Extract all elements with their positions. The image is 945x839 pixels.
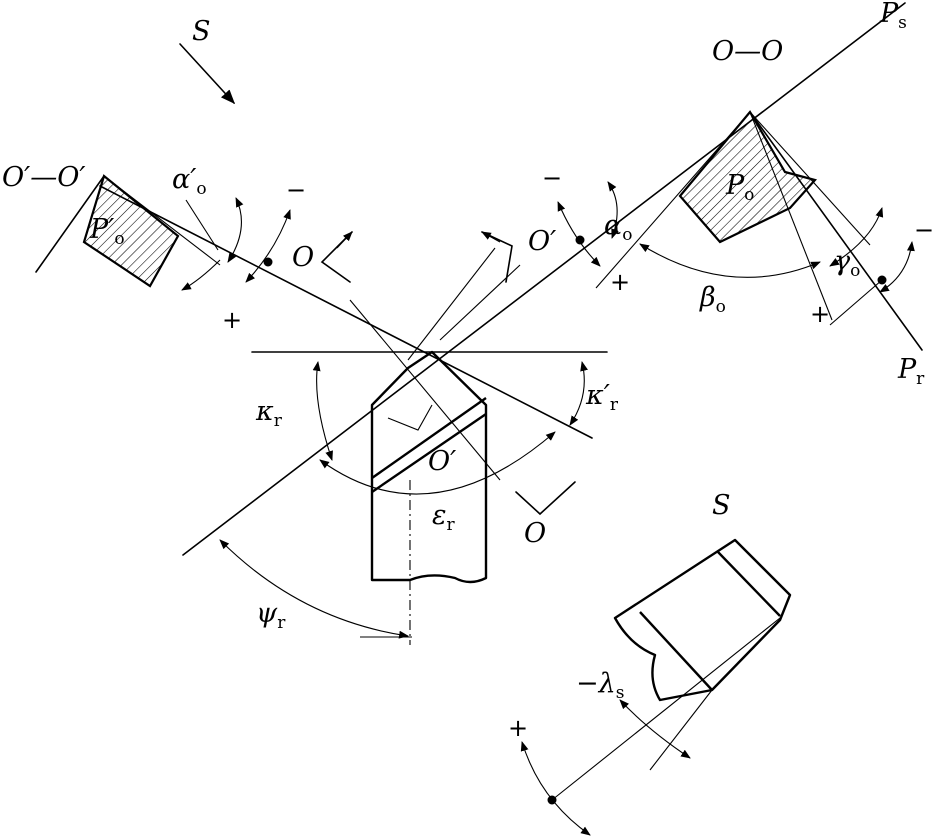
cutting-direction-arrow [179,43,235,105]
sign-plus-bottom: + [508,714,528,742]
s-view-sign-arc [520,741,591,836]
orthogonal-plane-line [749,111,923,351]
label-kappa-r: κr [255,396,283,431]
lambda-s-arc [619,699,691,759]
sign-plus-center: + [610,268,630,296]
label-pr: Pr [897,354,925,389]
o-section-line [407,247,496,361]
epsilon-r-arc [319,431,556,495]
oprime-marker-right [481,231,513,283]
label-ps: Ps [879,0,907,33]
oprime-section-baseline [35,175,105,273]
oprime-sign-arc [245,209,291,283]
o-marker-bottom [515,481,576,516]
sign-minus-center: − [542,164,562,192]
label-po: Po [725,170,754,205]
sign-minus-left: − [286,176,306,204]
po-prime-section-hatched [82,174,180,288]
oprime-clearance-line [103,175,221,266]
label-beta-o: βo [699,282,726,317]
label-lambda-s: −λs [576,668,624,703]
s-view-edge-extension [649,689,713,771]
s-view-edge-1 [639,611,713,691]
label-psi-r: ψr [256,598,286,633]
s-view-edge-2 [717,551,781,617]
label-gamma-o: γo [834,246,860,281]
label-oprime-marker-right: O′ [528,226,556,257]
gamma-o-arc [829,207,884,267]
oprime-marker-right-arrow [481,231,501,243]
oo-left-sign-arc [557,201,601,267]
alpha-o-arc [607,181,619,239]
label-s-top: S [192,16,211,47]
sign-minus-right: − [914,216,934,244]
alpha-o-prime-leader [185,199,219,251]
beta-o-arc [639,243,821,278]
minor-cutting-edge-line [99,185,593,439]
flank-line [749,111,833,321]
alpha-o-prime-arc [227,197,244,263]
label-alpha-o-prime: α′o [172,164,207,199]
label-s-bottom: S [712,490,731,521]
label-kappa-r-prime: κ′r [585,380,619,415]
main-cutting-edge-line [182,2,906,556]
label-po-prime: P′o [89,214,125,249]
kappa-r-arc [312,361,333,461]
label-oprime-marker-center: O′ [428,446,456,477]
oprime-left-arc [181,259,221,291]
tool-inner-section-marker [387,404,433,431]
oo-right-sign-arc [879,241,915,293]
sign-plus-right: + [810,300,830,328]
ps-section-line [595,111,751,289]
label-oo-section: O—O [712,36,783,67]
kappa-r-prime-arc [569,361,588,426]
s-view-tool-outline [613,538,792,702]
po-section-hatched [678,110,818,244]
label-epsilon-r: εr [432,500,456,535]
label-o-marker-left: O [292,242,314,273]
oprime-pivot-dot [263,257,273,267]
label-alpha-o: αo [604,210,632,245]
o-marker-left [320,231,353,283]
s-view-ref-line [551,617,781,801]
label-o-marker-bottom: O [524,518,546,549]
oo-right-ref-line [829,279,883,326]
sign-plus-left: + [222,306,242,334]
o-marker-left-arrow [336,231,353,249]
psi-r-arc [219,539,409,639]
label-o1o1-section: O′—O′ [2,162,86,193]
